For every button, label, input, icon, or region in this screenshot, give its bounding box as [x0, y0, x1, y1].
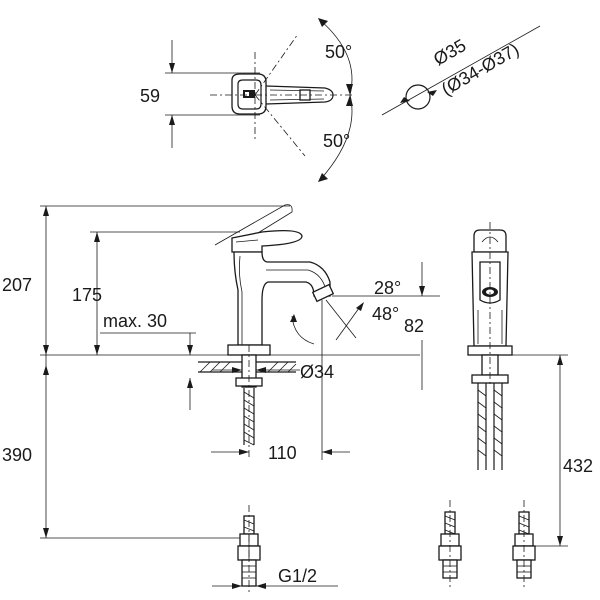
front-hose-length-label: 432 [563, 456, 593, 476]
side-view: 207 175 max. 30 [2, 204, 440, 595]
thread-label: G1/2 [278, 566, 317, 586]
pipe-diameter-label: Ø34 [300, 362, 334, 382]
max-thickness-label: max. 30 [103, 311, 167, 331]
angle-lower-label: 50° [323, 131, 350, 151]
angle-b-value-label: 82 [404, 316, 424, 336]
height-spout-label: 175 [72, 285, 102, 305]
width-label: 59 [140, 86, 160, 106]
angle-a-label: 28° [374, 278, 401, 298]
projection-label: 110 [268, 443, 297, 463]
hole-diameter-label: Ø35 [430, 35, 469, 69]
front-view: 432 [438, 222, 593, 590]
hose-length-label: 390 [2, 445, 32, 465]
angle-upper-label: 50° [325, 42, 352, 62]
hole-diameter: Ø35 (Ø34-Ø37) [381, 25, 541, 116]
angle-b-label: 48° [372, 304, 399, 324]
top-view: 59 50° 50° [140, 18, 355, 182]
height-total-label: 207 [2, 275, 32, 295]
